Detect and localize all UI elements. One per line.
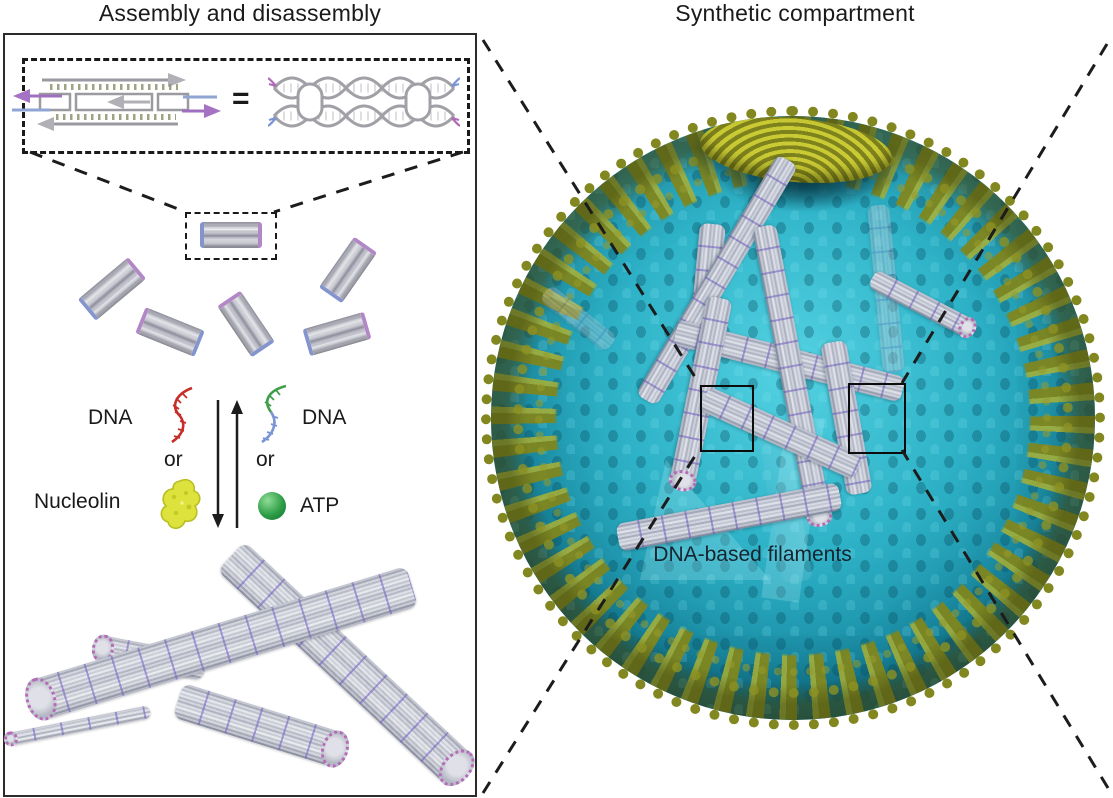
dna-helix-icon bbox=[268, 76, 460, 128]
roi-box bbox=[700, 385, 754, 452]
dna-tile-zoom-box bbox=[22, 58, 470, 154]
dna-label-right: DNA bbox=[302, 406, 347, 429]
atp-label: ATP bbox=[300, 494, 340, 517]
monomer-zoom-box bbox=[185, 212, 277, 260]
or-label-left: or bbox=[164, 448, 183, 471]
monomer-cylinder bbox=[200, 222, 262, 248]
equals-sign: = bbox=[232, 82, 250, 115]
dna-tile-schematic-icon bbox=[12, 73, 221, 131]
filaments-label: DNA-based filaments bbox=[653, 543, 852, 566]
dna-label-left: DNA bbox=[88, 406, 133, 429]
dna-strand-green-blue-icon bbox=[261, 384, 287, 444]
right-panel-title: Synthetic compartment bbox=[675, 0, 915, 26]
dna-strand-red-icon bbox=[171, 386, 193, 444]
sphere-outer-spikes bbox=[481, 106, 1105, 730]
or-label-right: or bbox=[256, 448, 275, 471]
nucleolin-label: Nucleolin bbox=[34, 490, 121, 513]
nucleolin-icon bbox=[160, 478, 201, 530]
atp-icon bbox=[258, 492, 286, 520]
left-panel-title: Assembly and disassembly bbox=[98, 0, 382, 26]
roi-box bbox=[848, 383, 906, 454]
